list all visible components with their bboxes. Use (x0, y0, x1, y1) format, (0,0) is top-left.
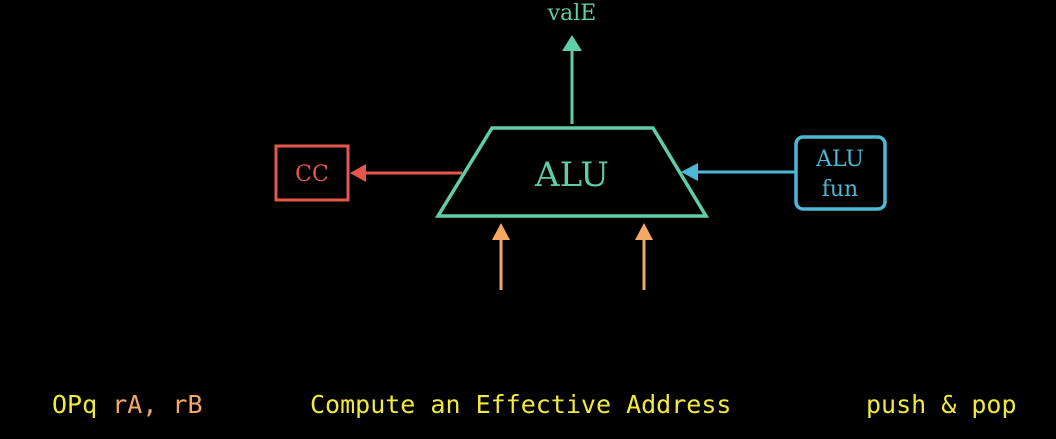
caption-opq: OPq rA, rB (52, 388, 203, 422)
vale-label: valE (547, 1, 597, 26)
caption-opq-mnemonic: OPq (52, 390, 113, 419)
cc-box (274, 144, 350, 202)
caption-opq-registers: rA, rB (112, 390, 203, 419)
cc-label: CC (295, 162, 329, 187)
alu-label: ALU (534, 155, 609, 195)
caption-push-pop: push & pop (866, 390, 1017, 419)
alu-fun-arrowhead (681, 163, 698, 181)
alu-fun-box (794, 135, 887, 211)
alu-fun-label-line2: fun (822, 177, 858, 202)
cc-arrowhead (350, 164, 366, 182)
alu-input-a-arrowhead (492, 223, 510, 240)
alu-fun-label-line1: ALU (815, 147, 864, 172)
alu-input-b-arrowhead (635, 223, 653, 240)
caption-effective-address: Compute an Effective Address (310, 390, 732, 419)
alu-block (434, 126, 710, 218)
vale-output-arrowhead (562, 35, 582, 51)
